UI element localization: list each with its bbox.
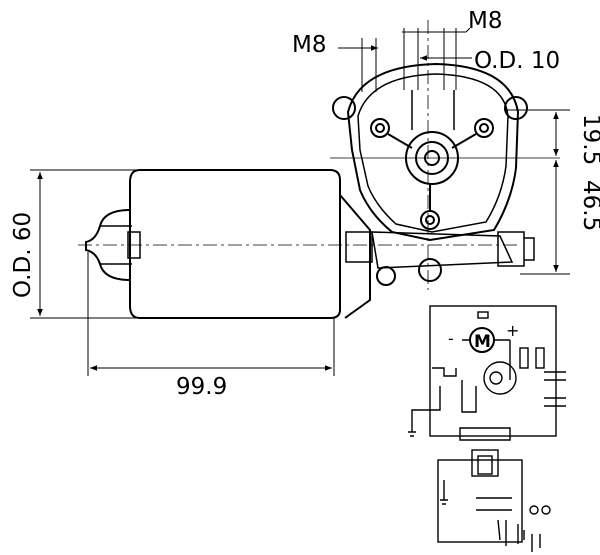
dim-od-body: O.D. 60 (10, 212, 36, 298)
wiring-schematic (408, 305, 566, 552)
gearbox-housing (332, 62, 535, 286)
schematic-plus-sign: + (506, 321, 519, 340)
motor-body (85, 169, 373, 319)
schematic-motor-label: M (474, 332, 491, 352)
dim-m8-top: M8 (468, 8, 502, 34)
centerlines (78, 20, 560, 290)
dim-height-total: 46.5 (578, 180, 600, 231)
dim-od-shaft: O.D. 10 (474, 48, 560, 74)
schematic-minus-sign: - (448, 329, 454, 348)
dim-m8-left: M8 (292, 32, 326, 58)
dimension-lines (30, 27, 570, 376)
dim-length-body: 99.9 (176, 374, 227, 400)
dim-height-top: 19.5 (578, 114, 600, 165)
